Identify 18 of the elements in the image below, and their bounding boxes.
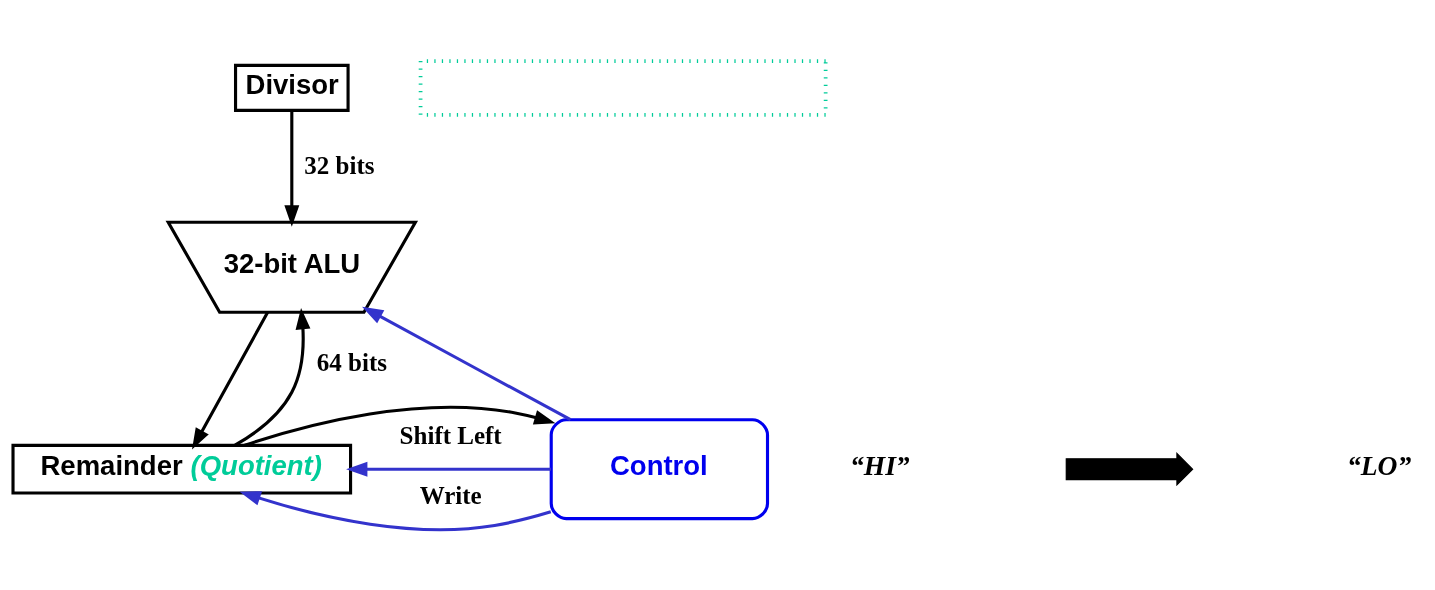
arrow: [239, 490, 552, 531]
arrow: [244, 405, 556, 447]
arrow: [362, 306, 572, 421]
arrow: [284, 109, 300, 227]
node-box: Remainder (Quotient): [11, 443, 353, 494]
edge-label: Write: [419, 481, 482, 509]
edge-label: 64 bits: [316, 348, 387, 376]
node-box: [418, 58, 828, 117]
label: “LO”: [1346, 449, 1412, 481]
edge-label: 32 bits: [304, 151, 375, 179]
node-box: Divisor: [234, 63, 350, 112]
arrow: [346, 461, 551, 477]
node-box: Control: [549, 417, 770, 520]
edge-label: Shift Left: [399, 421, 502, 449]
node-arrow: [1065, 451, 1194, 486]
arrow: [234, 307, 311, 447]
label: “HI”: [850, 449, 910, 481]
arrow: [192, 311, 270, 449]
